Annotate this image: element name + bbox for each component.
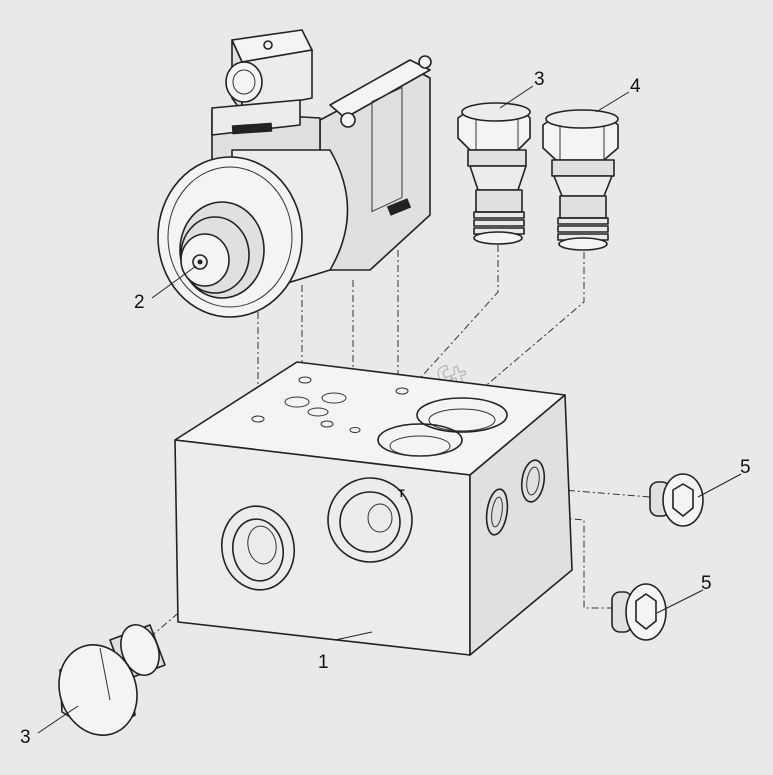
callout-1: 1 [318,652,329,673]
callout-5-upper: 5 [740,457,751,478]
plug-upper [649,473,704,527]
cartridge-part-4 [542,109,619,251]
cartridge-part-3 [457,102,531,245]
manifold-block: T [174,361,573,656]
plug-lower [611,583,667,641]
callouts: 1 2 3 4 5 5 3 [20,69,751,748]
callout-3-top: 3 [534,69,545,90]
callout-4: 4 [630,76,641,97]
callout-3-bottom: 3 [20,727,31,748]
plug-bottom-left [58,624,166,736]
callout-5-lower: 5 [701,573,712,594]
solenoid-valve [157,29,432,318]
port-label-t: T [398,488,405,500]
callout-2: 2 [134,292,145,313]
